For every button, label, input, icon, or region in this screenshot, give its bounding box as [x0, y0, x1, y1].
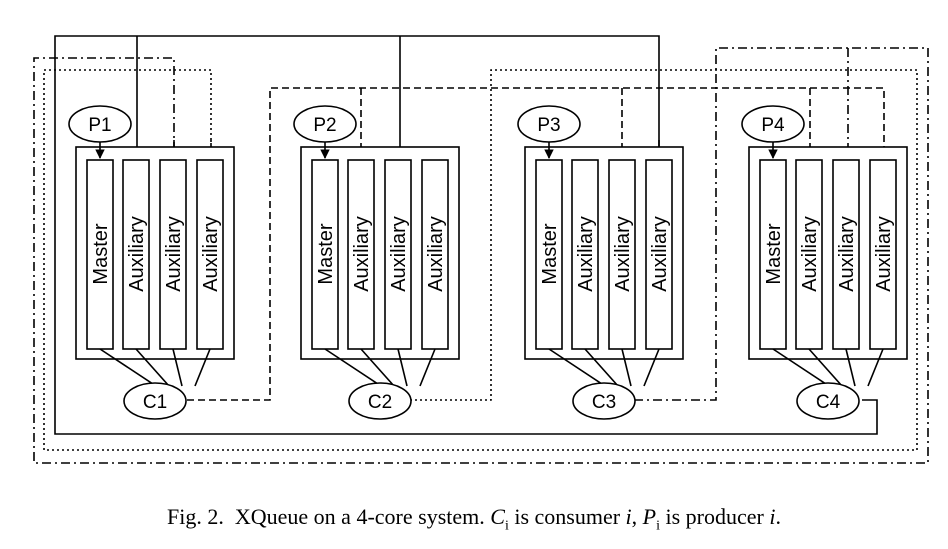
- queue-to-consumer-line: [172, 348, 183, 387]
- auxiliary-queue: [347, 159, 375, 350]
- caption-c-sub: i: [504, 518, 509, 534]
- producer-label: P4: [761, 115, 785, 136]
- caption-c-symbol: C: [490, 504, 505, 529]
- auxiliary-queue: [196, 159, 224, 350]
- queue-label: Auxiliary: [649, 216, 671, 292]
- queue-to-consumer-line: [548, 348, 606, 387]
- queue-label: Auxiliary: [200, 216, 222, 292]
- queue-label: Auxiliary: [351, 216, 373, 292]
- queue-to-consumer-line: [584, 348, 619, 387]
- queue-label: Master: [315, 223, 337, 284]
- auxiliary-queue: [122, 159, 150, 350]
- caption-c-index: i: [625, 504, 632, 529]
- master-queue: [86, 159, 114, 350]
- producer-label: P2: [313, 115, 336, 136]
- auxiliary-queue: [384, 159, 412, 350]
- queue-label: Auxiliary: [575, 216, 597, 292]
- consumer-label: C4: [816, 392, 841, 413]
- consumer-node: [123, 382, 187, 420]
- queue-to-consumer-line: [772, 348, 830, 387]
- caption-text: XQueue on a 4-core system.: [234, 504, 485, 529]
- queue-label: Master: [539, 223, 561, 284]
- queue-to-consumer-line: [621, 348, 632, 387]
- dashdot-link-c3: [33, 47, 929, 464]
- caption-p-text: is producer: [665, 504, 764, 529]
- queue-to-consumer-line: [845, 348, 856, 387]
- queue-label: Auxiliary: [612, 216, 634, 292]
- caption-prefix: Fig. 2.: [167, 504, 224, 529]
- queue-label: Auxiliary: [836, 216, 858, 292]
- consumer-label: C1: [143, 392, 167, 413]
- master-queue: [535, 159, 563, 350]
- consumer-label: C2: [368, 392, 392, 413]
- queue-to-consumer-line: [808, 348, 843, 387]
- queue-to-consumer-line: [135, 348, 170, 387]
- caption-c-text: is consumer: [514, 504, 621, 529]
- queue-to-consumer-line: [867, 348, 884, 387]
- queue-label: Auxiliary: [163, 216, 185, 292]
- caption-p-symbol: P: [642, 504, 657, 529]
- consumer-node: [348, 382, 412, 420]
- queue-label: Auxiliary: [799, 216, 821, 292]
- queue-to-consumer-line: [99, 348, 157, 387]
- auxiliary-queue: [869, 159, 897, 350]
- producer-label: P1: [88, 115, 111, 136]
- dashed-link-c1: [187, 87, 885, 401]
- caption-p-index: i: [769, 504, 776, 529]
- consumer-node: [572, 382, 636, 420]
- auxiliary-queue: [571, 159, 599, 350]
- queue-label: Master: [90, 223, 112, 284]
- queue-to-consumer-line: [324, 348, 382, 387]
- queue-to-consumer-line: [397, 348, 408, 387]
- queue-label: Auxiliary: [873, 216, 895, 292]
- consumer-label: C3: [592, 392, 616, 413]
- dotted-link-c2: [43, 69, 918, 451]
- queue-to-consumer-line: [194, 348, 211, 387]
- consumer-node: [796, 382, 860, 420]
- auxiliary-queue: [608, 159, 636, 350]
- producer-label: P3: [537, 115, 560, 136]
- queue-to-consumer-line: [360, 348, 395, 387]
- master-queue: [311, 159, 339, 350]
- queue-label: Master: [763, 223, 785, 284]
- queue-label: Auxiliary: [388, 216, 410, 292]
- figure-caption: Fig. 2. XQueue on a 4-core system. Ci is…: [167, 504, 781, 534]
- auxiliary-queue: [159, 159, 187, 350]
- master-queue: [759, 159, 787, 350]
- queue-label: Auxiliary: [425, 216, 447, 292]
- solid-link-c4: [54, 35, 878, 435]
- queue-to-consumer-line: [419, 348, 436, 387]
- auxiliary-queue: [832, 159, 860, 350]
- queue-to-consumer-line: [643, 348, 660, 387]
- auxiliary-queue: [645, 159, 673, 350]
- queue-label: Auxiliary: [126, 216, 148, 292]
- caption-p-sub: i: [656, 518, 660, 534]
